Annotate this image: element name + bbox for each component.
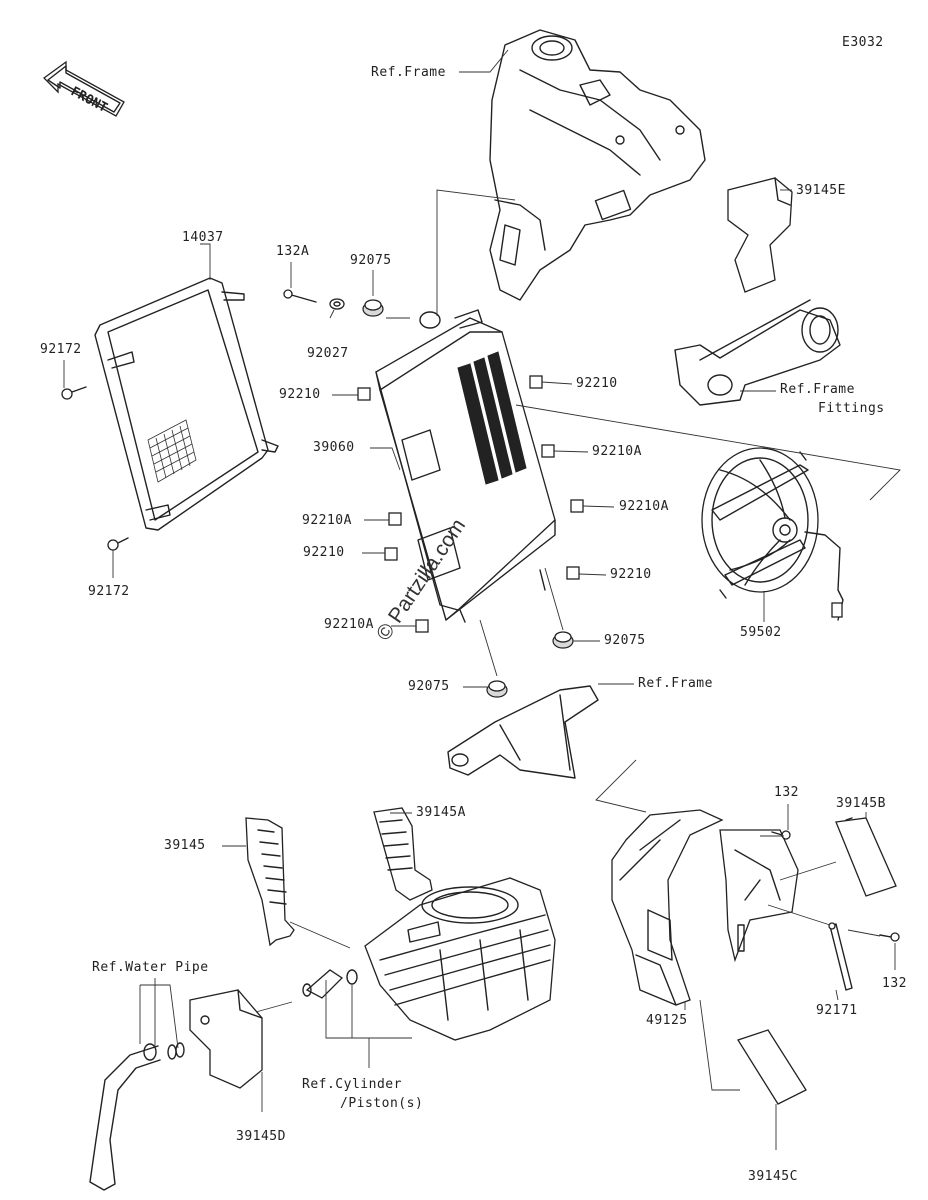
label-92210-mid-left: 92210 [303, 545, 345, 560]
frame-fittings-assembly [674, 299, 841, 406]
label-92210-left: 92210 [279, 387, 321, 402]
collar-92027 [329, 298, 345, 310]
radiator-core-fins [457, 351, 527, 485]
label-ref-frame-mid: Ref.Frame [638, 676, 713, 691]
label-ref-frame-fittings-2: Fittings [818, 401, 885, 416]
bolt-92172-top [61, 386, 87, 400]
clip-92210-upper-left [357, 387, 371, 401]
o-ring-cylinder [346, 969, 358, 985]
label-ref-cylinder-1: Ref.Cylinder [302, 1077, 402, 1092]
label-92172-top: 92172 [40, 342, 82, 357]
label-92210-right: 92210 [576, 376, 618, 391]
label-92210A-left: 92210A [302, 513, 352, 528]
label-92171: 92171 [816, 1003, 858, 1018]
water-pipe-reference [89, 1042, 185, 1191]
clip-92210A-bottom [415, 619, 429, 633]
cover-39145D [189, 989, 263, 1089]
front-direction-arrow-icon: FRONT [43, 60, 125, 117]
water-fitting [302, 969, 344, 999]
cooling-fan-59502 [701, 447, 844, 621]
clip-92210-mid-right [566, 566, 580, 580]
cover-39145E [727, 177, 793, 293]
pad-39145B [835, 817, 897, 897]
lower-frame-bracket [447, 685, 599, 779]
engine-cylinder-reference [364, 877, 556, 1041]
label-59502: 59502 [740, 625, 782, 640]
pad-39145C [737, 1029, 807, 1105]
label-39145D: 39145D [236, 1129, 286, 1144]
label-39145C: 39145C [748, 1169, 798, 1184]
guard-49125 [611, 809, 724, 1006]
label-39145E: 39145E [796, 183, 846, 198]
label-ref-cylinder-2: /Piston(s) [340, 1096, 424, 1111]
clip-92210A-left [388, 512, 402, 526]
label-ref-frame-fittings-1: Ref.Frame [780, 382, 855, 397]
clip-92210-mid-left [384, 547, 398, 561]
radiator-screen-14037 [94, 277, 279, 531]
cover-39145 [245, 817, 295, 947]
label-92172-bottom: 92172 [88, 584, 130, 599]
clip-92210A-right-2 [570, 499, 584, 513]
label-39060: 39060 [313, 440, 355, 455]
label-ref-frame-top: Ref.Frame [371, 65, 446, 80]
grommet-92075-right [552, 631, 574, 649]
diagram-code: E3032 [842, 35, 884, 50]
band-92171 [828, 922, 853, 991]
label-39145B: 39145B [836, 796, 886, 811]
label-39145: 39145 [164, 838, 206, 853]
label-92210-mid-right: 92210 [610, 567, 652, 582]
label-49125: 49125 [646, 1013, 688, 1028]
bolt-132-right [879, 932, 900, 942]
bolt-132A [283, 289, 317, 303]
label-132-top: 132 [774, 785, 799, 800]
label-92027: 92027 [307, 346, 349, 361]
label-ref-water-pipe: Ref.Water Pipe [92, 960, 209, 975]
main-frame-assembly [489, 29, 706, 301]
bolt-132-top [771, 830, 791, 840]
radiator-39060 [375, 309, 556, 623]
clip-92210A-right-1 [541, 444, 555, 458]
label-92075-top: 92075 [350, 253, 392, 268]
grommet-92075-top [362, 299, 384, 317]
label-92210A-right-1: 92210A [592, 444, 642, 459]
label-92210A-right-2: 92210A [619, 499, 669, 514]
label-39145A: 39145A [416, 805, 466, 820]
label-132A: 132A [276, 244, 310, 259]
label-14037: 14037 [182, 230, 224, 245]
label-92210A-bottom: 92210A [324, 617, 374, 632]
grommet-92075-left [486, 680, 508, 698]
cover-39145A [373, 807, 433, 901]
label-92075-right: 92075 [604, 633, 646, 648]
clip-92210-upper-right [529, 375, 543, 389]
screen-mesh-pattern [147, 419, 197, 483]
bolt-92172-bottom [107, 537, 129, 551]
label-92075-left: 92075 [408, 679, 450, 694]
side-cover-plate [719, 829, 799, 963]
leader-lines [63, 49, 901, 1150]
label-132-right: 132 [882, 976, 907, 991]
